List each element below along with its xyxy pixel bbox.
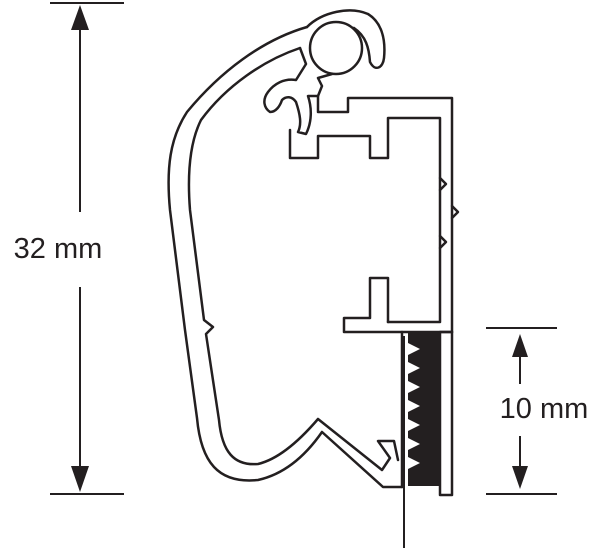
dimension-lower bbox=[486, 327, 557, 495]
brush-strip bbox=[403, 333, 440, 548]
profile-inner-wall bbox=[187, 46, 400, 472]
dimension-lower-bottom-arrow-icon bbox=[512, 466, 528, 489]
dimension-lower-top-arrow-icon bbox=[512, 334, 528, 357]
hinge-circle bbox=[308, 20, 364, 76]
lower-tab bbox=[342, 276, 454, 334]
dimension-overall-top-arrow-icon bbox=[71, 5, 89, 30]
brush-teeth bbox=[408, 343, 420, 469]
profile-outer-wall bbox=[167, 25, 404, 489]
dimension-lower-label: 10 mm bbox=[500, 393, 589, 425]
brush-channel bbox=[400, 330, 454, 497]
frame-profile bbox=[167, 9, 460, 497]
channel-notches bbox=[438, 176, 460, 250]
dimension-overall-label: 32 mm bbox=[14, 233, 103, 265]
hook-arm bbox=[263, 46, 334, 136]
dimension-overall bbox=[50, 2, 124, 495]
channel-upper bbox=[316, 94, 454, 334]
dimension-overall-bottom-arrow-icon bbox=[71, 466, 89, 492]
snap-hook bbox=[305, 9, 386, 70]
channel-inner-top bbox=[288, 116, 442, 324]
